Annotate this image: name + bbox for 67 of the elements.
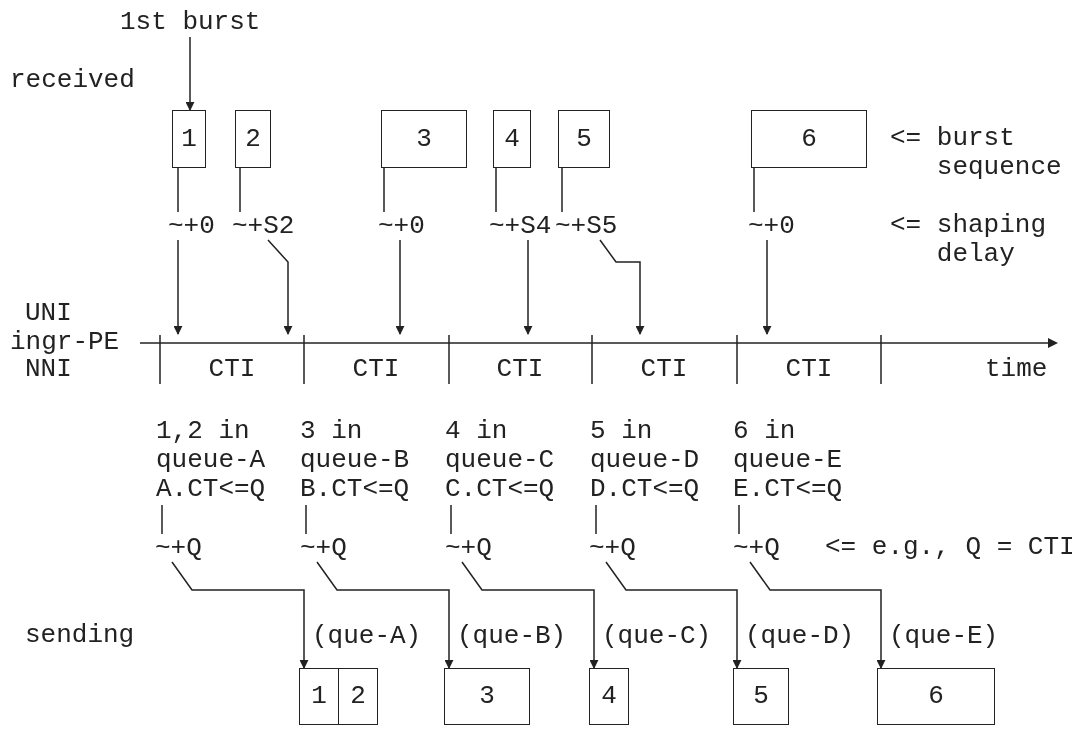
row-label: ingr-PE (10, 328, 120, 357)
delay-label: ~+S4 (489, 212, 552, 241)
packet-box: 2 (338, 668, 378, 725)
interval-label: CTI (352, 355, 400, 384)
connector (599, 239, 645, 335)
axis-label: time (985, 355, 1048, 384)
connector (762, 239, 772, 335)
connector (749, 561, 886, 669)
connector (305, 504, 307, 535)
queue-note: 5 in queue-D D.CT<=Q (590, 417, 706, 504)
interval-label: CTI (640, 355, 688, 384)
connector (495, 167, 497, 213)
interval-label: CTI (785, 355, 833, 384)
delay-label: ~+0 (748, 212, 795, 241)
connector (753, 167, 755, 213)
annotation: <= e.g., Q = CTI (825, 533, 1075, 562)
connector (177, 167, 179, 213)
connector (738, 504, 740, 535)
row-label: UNI (25, 299, 72, 328)
connector (316, 561, 454, 669)
connector (605, 561, 742, 669)
connector (561, 167, 563, 213)
packet-box: 3 (381, 110, 467, 168)
packet-box: 1 (172, 110, 206, 168)
connector (595, 504, 597, 535)
queue-delay-label: ~+Q (733, 534, 780, 563)
connector (383, 167, 385, 213)
delay-label: ~+0 (168, 212, 215, 241)
packet-box: 6 (877, 668, 995, 725)
connector (173, 239, 183, 335)
connector (161, 504, 163, 535)
time-axis (140, 334, 1060, 384)
connector (185, 36, 195, 111)
connector (461, 561, 599, 669)
queue-delay-label: ~+Q (155, 534, 202, 563)
connector (450, 504, 452, 535)
packet-box: 5 (733, 668, 789, 725)
packet-box: 3 (444, 668, 530, 725)
packet-box: 4 (493, 110, 531, 168)
row-label: received (10, 66, 135, 95)
packet-box: 4 (589, 668, 629, 725)
connector (395, 239, 405, 335)
packet-box: 5 (558, 110, 610, 168)
interval-label: CTI (208, 355, 256, 384)
queue-note: 4 in queue-C C.CT<=Q (445, 417, 561, 504)
row-label: sending (25, 621, 135, 650)
packet-box: 1 (299, 668, 339, 725)
packet-box: 6 (751, 110, 867, 168)
queue-delay-label: ~+Q (445, 534, 492, 563)
packet-box: 2 (235, 110, 271, 168)
connector (267, 239, 293, 335)
queue-delay-label: ~+Q (300, 534, 347, 563)
interval-label: CTI (496, 355, 544, 384)
delay-label: ~+S2 (232, 212, 295, 241)
connector (523, 239, 533, 335)
delay-label: ~+0 (378, 212, 425, 241)
queue-delay-label: ~+Q (589, 534, 636, 563)
delay-label: ~+S5 (555, 212, 618, 241)
queue-note: 3 in queue-B B.CT<=Q (300, 417, 416, 504)
row-label: NNI (25, 355, 72, 384)
queue-note: 1,2 in queue-A A.CT<=Q (156, 417, 272, 504)
annotation: <= burst sequence (890, 124, 1062, 182)
annotation: <= shaping delay (890, 211, 1048, 269)
queue-note: 6 in queue-E E.CT<=Q (733, 417, 849, 504)
connector (171, 561, 309, 669)
connector (239, 167, 241, 213)
burst-label: 1st burst (120, 8, 261, 37)
